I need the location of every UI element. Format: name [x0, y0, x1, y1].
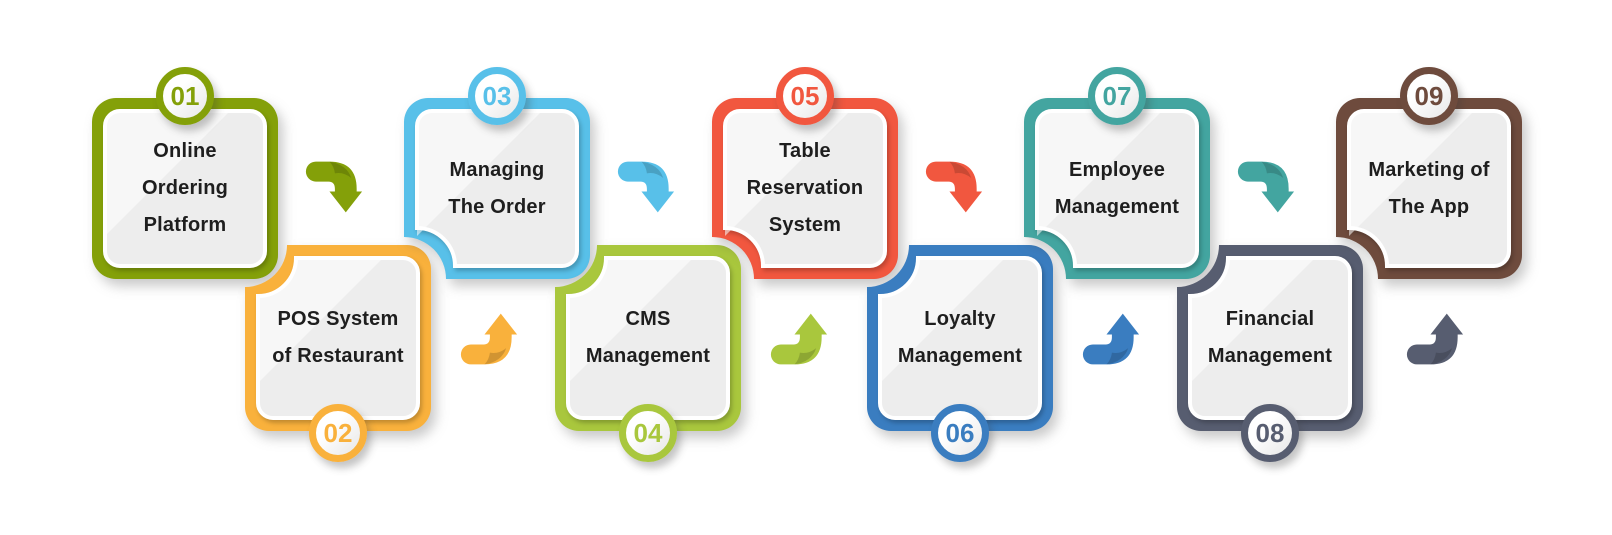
title-line: The Order [448, 195, 546, 218]
step-number: 05 [790, 80, 820, 111]
card-title: Table Reservation System [722, 96, 888, 281]
step-number: 01 [170, 80, 200, 111]
card-frame [867, 245, 1053, 431]
step-number-badge: 01 [156, 67, 214, 125]
title-line: Marketing of [1368, 158, 1490, 181]
title-line: Reservation [746, 177, 864, 199]
title-line: Loyalty [924, 308, 996, 330]
card-frame [404, 98, 590, 279]
step-card-05: Table Reservation System 05 [710, 67, 900, 281]
card-frame [712, 98, 898, 279]
title-line: Online [153, 140, 217, 162]
arrow-down-icon [305, 161, 363, 213]
title-line: Platform [143, 214, 227, 236]
card-title: CMS Management [565, 243, 731, 433]
card-title: Marketing of The App [1346, 96, 1512, 281]
step-card-08: Financial Management 08 [1175, 243, 1365, 462]
arrow-up-icon [1082, 313, 1140, 365]
title-line: The App [1388, 195, 1470, 218]
title-line: CMS [625, 308, 671, 330]
step-number-badge: 07 [1088, 67, 1146, 125]
card-title: Financial Management [1187, 243, 1353, 433]
title-line: Ordering [141, 177, 229, 199]
title-line: Management [585, 345, 711, 367]
title-line: Table [779, 140, 831, 162]
card-frame [92, 98, 278, 279]
step-card-01: Online Ordering Platform 01 [90, 67, 280, 281]
step-card-04: CMS Management 04 [553, 243, 743, 462]
card-frame [1024, 98, 1210, 279]
card-frame [245, 245, 431, 431]
card-frame [555, 245, 741, 431]
card-title: Online Ordering Platform [102, 96, 268, 281]
step-number: 04 [633, 417, 663, 448]
title-line: Management [1207, 345, 1333, 367]
card-title: Loyalty Management [877, 243, 1043, 433]
arrow-down-icon [617, 161, 675, 213]
arrow-down-icon [1237, 161, 1295, 213]
step-number-badge: 06 [931, 404, 989, 462]
step-number-badge: 03 [468, 67, 526, 125]
step-number: 06 [945, 417, 975, 448]
step-number-badge: 09 [1400, 67, 1458, 125]
step-card-03: Managing The Order 03 [402, 67, 592, 281]
title-line: Management [897, 345, 1023, 367]
step-card-09: Marketing of The App 09 [1334, 67, 1524, 281]
card-title: POS System of Restaurant [255, 243, 421, 433]
step-card-06: Loyalty Management 06 [865, 243, 1055, 462]
step-number: 03 [482, 80, 512, 111]
step-card-02: POS System of Restaurant 02 [243, 243, 433, 462]
arrow-up-icon [1406, 313, 1464, 365]
step-number-badge: 05 [776, 67, 834, 125]
card-frame [1336, 98, 1522, 279]
step-number: 09 [1414, 80, 1444, 111]
title-line: Managing [449, 158, 545, 181]
title-line: Employee [1068, 158, 1166, 181]
step-number: 02 [323, 417, 353, 448]
card-frame [1177, 245, 1363, 431]
card-title: Managing The Order [414, 96, 580, 281]
title-line: POS System [277, 308, 399, 330]
step-card-07: Employee Management 07 [1022, 67, 1212, 281]
title-line: System [768, 214, 842, 236]
step-number: 07 [1102, 80, 1132, 111]
step-number-badge: 08 [1241, 404, 1299, 462]
step-number-badge: 02 [309, 404, 367, 462]
arrow-up-icon [460, 313, 518, 365]
step-number-badge: 04 [619, 404, 677, 462]
arrow-down-icon [925, 161, 983, 213]
title-line: of Restaurant [272, 345, 404, 367]
card-title: Employee Management [1034, 96, 1200, 281]
arrow-up-icon [770, 313, 828, 365]
title-line: Management [1054, 195, 1180, 218]
title-line: Financial [1225, 308, 1315, 330]
step-number: 08 [1255, 417, 1285, 448]
